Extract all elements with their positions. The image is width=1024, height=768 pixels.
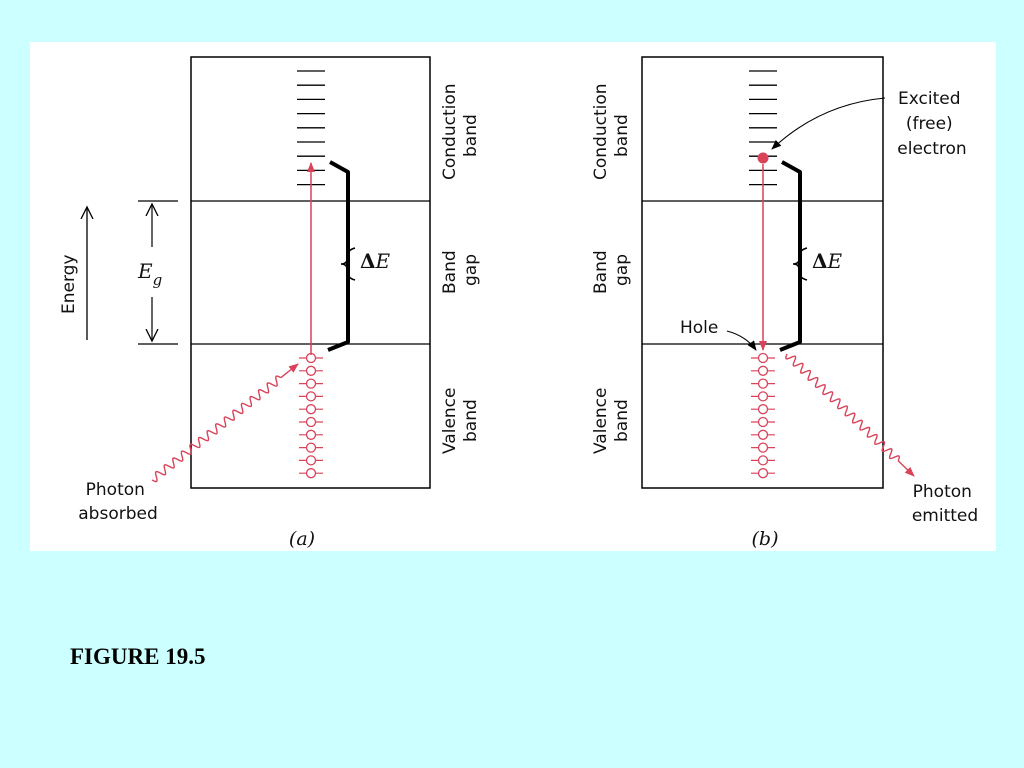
- band-box-a: [190, 56, 431, 489]
- figure-panel: ΔE Energy Eg Conduction band Band gap Va…: [30, 42, 996, 551]
- panel-label-b: (b): [752, 528, 779, 550]
- delta-e-bracket-b: [779, 160, 802, 352]
- valence-electron: [757, 365, 769, 376]
- valence-electron: [305, 468, 317, 479]
- delta-e-label-a: ΔE: [360, 249, 391, 273]
- valence-electron: [305, 442, 317, 453]
- valence-electron: [757, 468, 769, 479]
- valence-electron: [757, 442, 769, 453]
- diagram-a: ΔE Energy Eg Conduction band Band gap Va…: [59, 56, 481, 550]
- figure-caption: FIGURE 19.5: [70, 644, 206, 669]
- conduction-levels-b: [749, 70, 777, 186]
- valence-electron: [757, 391, 769, 402]
- valence-electron: [305, 455, 317, 466]
- valence-electron: [757, 378, 769, 389]
- hole-pointer: [726, 330, 757, 351]
- valence-electrons-a: [299, 352, 323, 479]
- valence-electron: [757, 429, 769, 440]
- valence-electrons-b: [751, 352, 775, 479]
- eg-label: Eg: [137, 259, 162, 289]
- energy-label: Energy: [59, 254, 79, 314]
- valence-electron: [305, 429, 317, 440]
- photon-wave-emitted: [785, 353, 901, 462]
- photon-emitted-arrowhead: [897, 460, 915, 477]
- band-label-valence-a: Valence band: [440, 382, 481, 454]
- band-label-conduction-a: Conduction band: [440, 78, 481, 180]
- valence-electron: [757, 416, 769, 428]
- delta-e-brace-b: [792, 247, 808, 281]
- panel-label-a: (a): [289, 528, 315, 550]
- band-diagram: ΔE Energy Eg Conduction band Band gap Va…: [59, 56, 978, 550]
- photon-absorbed-arrowhead: [280, 363, 299, 379]
- hole-circle: [757, 352, 769, 364]
- excited-electron-label: Excited (free) electron: [897, 89, 966, 159]
- hole-label: Hole: [680, 318, 718, 338]
- valence-electron: [757, 404, 769, 415]
- excited-pointer: [771, 97, 886, 150]
- band-box-b: [641, 56, 884, 489]
- photon-wave-absorbed: [151, 375, 282, 483]
- excited-electron: [757, 152, 769, 164]
- valence-electron: [757, 455, 769, 466]
- photon-absorbed-label: Photon absorbed: [78, 480, 158, 524]
- diagram-b: ΔE Conduction band Band gap Valence band…: [591, 56, 978, 550]
- valence-electron: [305, 365, 317, 376]
- valence-electron: [305, 416, 317, 428]
- band-label-gap-a: Band gap: [440, 245, 481, 294]
- band-label-conduction-b: Conduction band: [591, 78, 632, 180]
- delta-e-bracket-a: [327, 160, 350, 352]
- photon-emitted-label: Photon emitted: [912, 482, 978, 526]
- conduction-levels-a: [297, 70, 325, 186]
- valence-electron: [305, 378, 317, 389]
- band-label-valence-b: Valence band: [591, 382, 632, 454]
- delta-e-brace-a: [340, 247, 356, 281]
- band-label-gap-b: Band gap: [591, 245, 632, 294]
- valence-electron: [305, 404, 317, 415]
- valence-electron: [305, 391, 317, 402]
- delta-e-label-b: ΔE: [812, 249, 843, 273]
